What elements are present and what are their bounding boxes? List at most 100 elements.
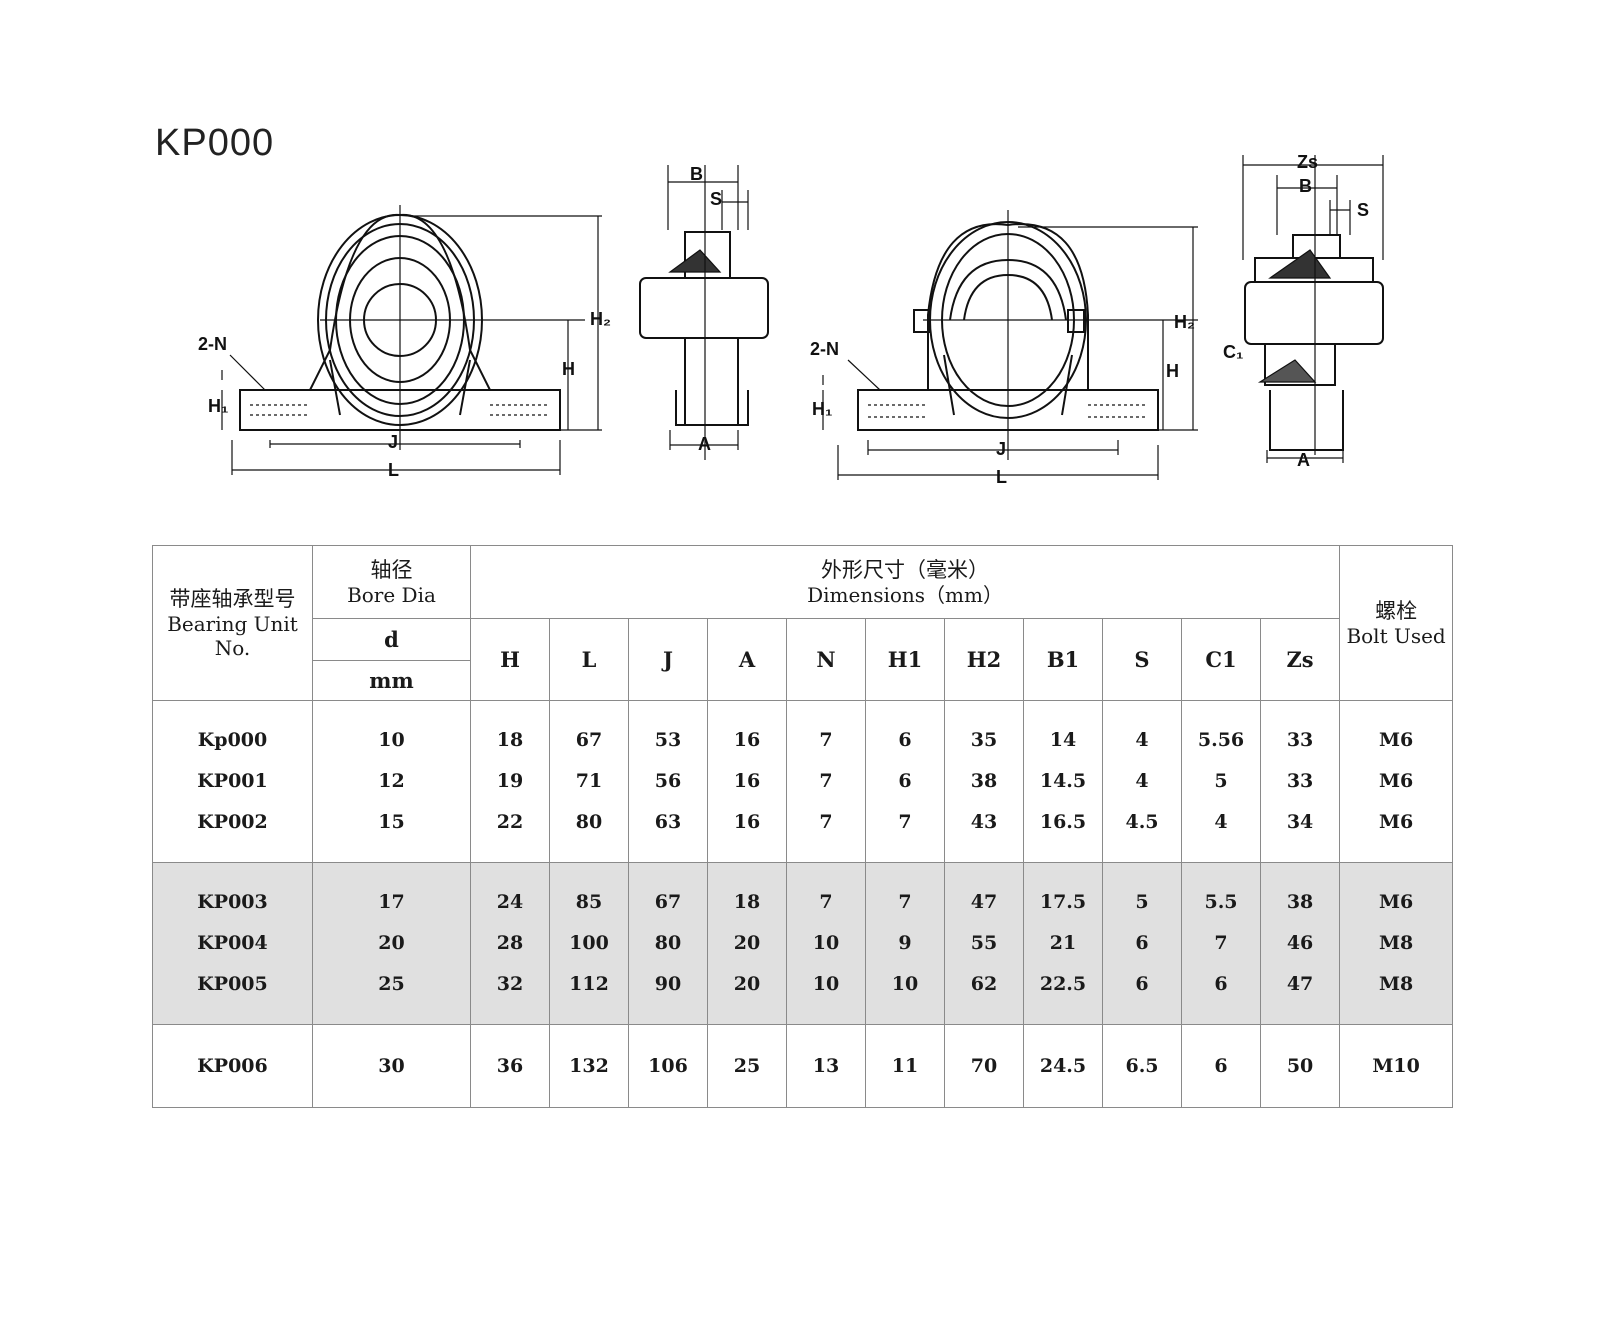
label-n-2: 2-N — [810, 339, 839, 359]
cell-value: 70 — [970, 1054, 998, 1077]
cell-value: 55 — [970, 932, 998, 954]
cell-dimension: 11 — [865, 1024, 945, 1108]
cell-value: 17 — [378, 891, 405, 913]
cell-value: 7 — [819, 729, 833, 751]
header-bore-dia: 轴径 Bore Dia — [312, 545, 471, 619]
cell-value: KP002 — [197, 811, 268, 833]
cell-dimension: 6.5 — [1102, 1024, 1182, 1108]
cell-value: 90 — [654, 973, 682, 995]
cell-value: 9 — [898, 932, 912, 954]
cell-value: 36 — [496, 1054, 524, 1077]
cell-value: 7 — [819, 811, 833, 833]
cell-value: Kp000 — [197, 729, 268, 751]
label-h2-2: H₂ — [1174, 312, 1195, 332]
cell-value: 38 — [1286, 891, 1314, 913]
header-dim-a: A — [707, 618, 787, 701]
label-h1: H₁ — [208, 396, 228, 416]
cell-value: 62 — [970, 973, 998, 995]
cell-value: 33 — [1286, 729, 1314, 751]
cell-value: 7 — [1214, 932, 1228, 954]
cell-value: 20 — [378, 932, 405, 954]
cell-value: 25 — [733, 1054, 761, 1077]
cell-value: KP006 — [197, 1054, 268, 1077]
cell-value: 15 — [378, 811, 405, 833]
cell-value: 14 — [1049, 729, 1077, 751]
cell-value: KP001 — [197, 770, 268, 792]
label-h-2: H — [1166, 361, 1179, 381]
cell-value: 4 — [1135, 729, 1149, 751]
cell-value: 71 — [575, 770, 603, 792]
cell-value: 6 — [1214, 1054, 1228, 1077]
cell-dimension: 50 — [1259, 1024, 1341, 1108]
cell-value: 6 — [898, 770, 912, 792]
cell-value: 21 — [1049, 932, 1077, 954]
cell-value: 80 — [575, 811, 603, 833]
cell-value: 67 — [575, 729, 603, 751]
header-dim-b1: B1 — [1023, 618, 1103, 701]
cell-model: KP006 — [152, 1024, 313, 1108]
cell-value: 18 — [496, 729, 524, 751]
cell-value: M6 — [1378, 891, 1414, 913]
cell-value: 25 — [378, 973, 405, 995]
cell-value: M8 — [1378, 973, 1414, 995]
header-dim-h1: H1 — [865, 618, 945, 701]
cell-dimension: 70 — [944, 1024, 1024, 1108]
dimensions-table: 带座轴承型号 Bearing Unit No. 轴径 Bore Dia 外形尺寸… — [152, 545, 1454, 1108]
label-n: 2-N — [198, 334, 227, 354]
cell-value: 7 — [898, 891, 912, 913]
label-l-2: L — [996, 467, 1007, 487]
label-b: B — [690, 164, 703, 184]
cell-value: 4.5 — [1125, 811, 1159, 833]
cell-value: 24 — [496, 891, 524, 913]
label-h: H — [562, 359, 575, 379]
cell-value: 7 — [898, 811, 912, 833]
cell-value: 33 — [1286, 770, 1314, 792]
cell-value: 38 — [970, 770, 998, 792]
cell-value: 5 — [1135, 891, 1149, 913]
cell-value: M6 — [1378, 811, 1414, 833]
label-b-2: B — [1299, 176, 1312, 196]
cell-value: 132 — [569, 1054, 609, 1077]
header-dim-j: J — [628, 618, 708, 701]
cell-value: 6.5 — [1125, 1054, 1159, 1077]
cell-value: 10 — [378, 729, 405, 751]
cell-value: M10 — [1372, 1054, 1420, 1077]
label-a: A — [698, 434, 711, 454]
cell-value: 32 — [496, 973, 524, 995]
label-h1-2: H₁ — [812, 399, 832, 419]
cell-value: 47 — [970, 891, 998, 913]
label-j: J — [388, 432, 398, 452]
cell-value: 100 — [569, 932, 609, 954]
cell-value: 34 — [1286, 811, 1314, 833]
cell-value: 14.5 — [1039, 770, 1087, 792]
cell-dimension: 36 — [470, 1024, 550, 1108]
cell-value: M6 — [1378, 729, 1414, 751]
cell-dimension: 24 28 32 — [470, 862, 550, 1025]
cell-dimension: 67 71 80 — [549, 700, 629, 863]
label-j-2: J — [996, 439, 1006, 459]
cell-value: 16.5 — [1039, 811, 1087, 833]
cell-value: M6 — [1378, 770, 1414, 792]
cell-value: 28 — [496, 932, 524, 954]
cell-value: 6 — [1135, 973, 1149, 995]
label-s-2: S — [1357, 200, 1369, 220]
header-dim-n: N — [786, 618, 866, 701]
label-h2: H₂ — [590, 309, 611, 329]
